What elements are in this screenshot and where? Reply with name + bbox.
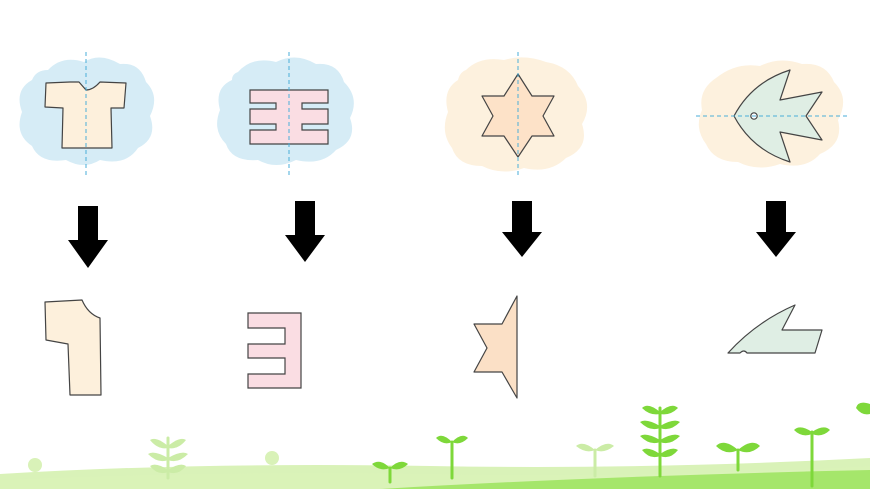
down-arrow-icon bbox=[502, 201, 542, 257]
down-arrow-icon bbox=[756, 201, 796, 257]
fern-icon bbox=[640, 405, 680, 478]
panel-comb bbox=[217, 52, 354, 176]
panel-star bbox=[444, 52, 588, 178]
half-shirt-icon bbox=[44, 299, 102, 396]
sprout-icon bbox=[576, 443, 614, 478]
half-fish-icon bbox=[727, 304, 823, 354]
grass-strip bbox=[0, 451, 870, 489]
sprout-icon bbox=[716, 442, 760, 472]
leaf-icon bbox=[856, 402, 870, 415]
fish-icon bbox=[733, 69, 823, 163]
sprout-icon bbox=[436, 435, 468, 480]
panel-fish bbox=[696, 60, 848, 168]
half-star-icon bbox=[473, 295, 518, 399]
sprout-icon bbox=[794, 427, 830, 488]
down-arrow-icon bbox=[285, 201, 325, 262]
sprout-icon bbox=[372, 461, 408, 484]
panel-shirt bbox=[19, 52, 155, 176]
fern-icon bbox=[148, 436, 188, 480]
half-comb-pattern-icon bbox=[247, 312, 302, 389]
down-arrow-icon bbox=[68, 206, 108, 268]
